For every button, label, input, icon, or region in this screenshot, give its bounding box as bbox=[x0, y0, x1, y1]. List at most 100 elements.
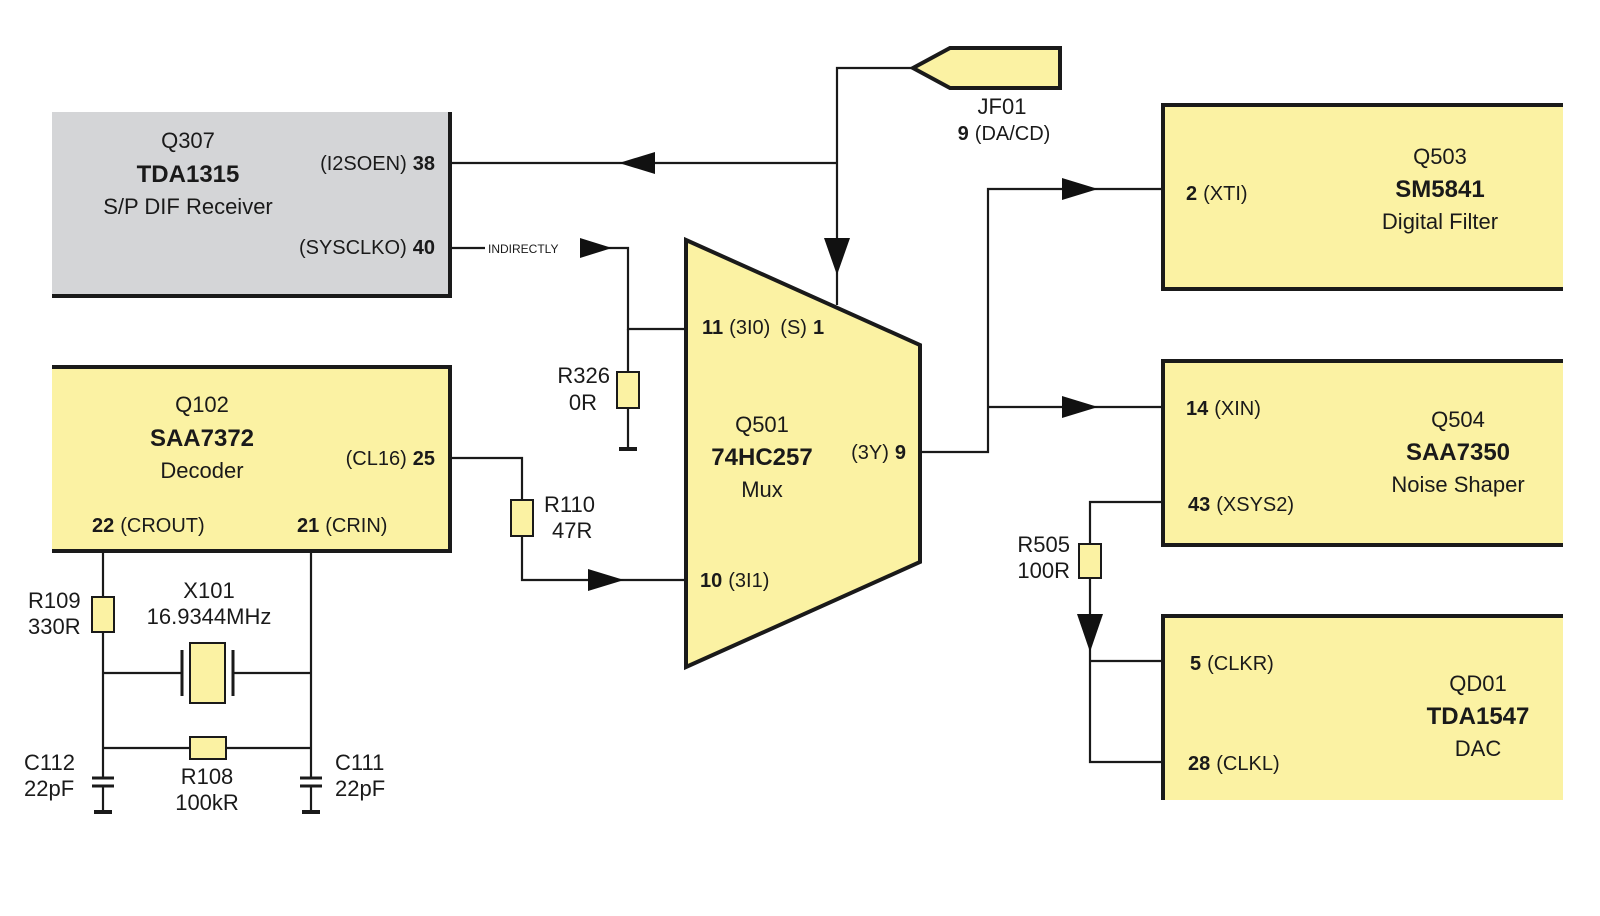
capacitor-c112: C112 22pF bbox=[24, 750, 114, 814]
arrow-right-icon bbox=[588, 569, 624, 591]
block-q102: Q102 SAA7372 Decoder (CL16)25 22(CROUT) … bbox=[52, 365, 452, 553]
r109-ref: R109 bbox=[28, 588, 81, 613]
block-q501-part: 74HC257 bbox=[711, 444, 812, 471]
block-q501-pin10: 10(3I1) bbox=[700, 570, 769, 592]
block-q504-ref: Q504 bbox=[1431, 407, 1485, 432]
pin2-name: (XTI) bbox=[1203, 183, 1247, 205]
block-q501: Q501 74HC257 Mux 11 (3I0) (S) 1 10(3I1) (3Y… bbox=[684, 236, 922, 671]
block-q501-pin11: 11 (3I0) (S) 1 bbox=[702, 317, 824, 339]
r110-ref: R110 bbox=[544, 492, 595, 517]
r505-ref: R505 bbox=[1017, 532, 1070, 557]
pin21-num: 21 bbox=[297, 515, 319, 537]
resistor-r108: R108 100kR bbox=[175, 736, 239, 815]
resistor-r326: R326 0R bbox=[557, 363, 640, 415]
c112-value: 22pF bbox=[24, 776, 74, 801]
block-q501-desc: Mux bbox=[741, 477, 783, 502]
block-q503-pin2: 2 (XTI) bbox=[1186, 183, 1248, 205]
block-qd01-ref: QD01 bbox=[1449, 671, 1506, 696]
block-qd01-pin5: 5 (CLKR) bbox=[1190, 653, 1274, 675]
pinS-name: (S) bbox=[780, 317, 807, 339]
pin25-num: 25 bbox=[413, 448, 435, 470]
block-q307-desc: S/P DIF Receiver bbox=[103, 194, 273, 219]
pin9-num: 9 bbox=[895, 442, 906, 464]
r326-ref: R326 bbox=[557, 363, 610, 388]
jf01-pin-name: (DA/CD) bbox=[975, 123, 1051, 145]
block-q307-ref: Q307 bbox=[161, 128, 215, 153]
pin2-num: 2 bbox=[1186, 183, 1197, 205]
r505-value: 100R bbox=[1017, 558, 1070, 583]
c111-ref: C111 bbox=[335, 750, 384, 775]
pin21-name: (CRIN) bbox=[325, 515, 387, 537]
x101-ref: X101 bbox=[183, 578, 234, 603]
wire-jf01-to-mux-s bbox=[835, 66, 913, 305]
pin40-num: 40 bbox=[413, 237, 435, 259]
pin28-num: 28 bbox=[1188, 753, 1210, 775]
pin14-name: (XIN) bbox=[1214, 398, 1261, 420]
r326-value: 0R bbox=[569, 390, 597, 415]
resistor-r326-body bbox=[616, 371, 640, 409]
arrows bbox=[580, 152, 1103, 652]
block-q307-body bbox=[52, 112, 450, 298]
arrow-down-icon bbox=[1077, 614, 1103, 652]
block-qd01-part: TDA1547 bbox=[1427, 703, 1530, 730]
c111-value: 22pF bbox=[335, 776, 385, 801]
connector-jf01-body bbox=[908, 46, 1062, 90]
block-q102-pin25: (CL16) 25 bbox=[346, 448, 435, 470]
block-q504-pin43: 43(XSYS2) bbox=[1188, 494, 1294, 516]
arrow-right-icon bbox=[1062, 396, 1098, 418]
arrow-right-icon bbox=[1062, 178, 1098, 200]
connector-jf01: JF01 9 (DA/CD) bbox=[908, 46, 1062, 145]
wire-pin43-r505 bbox=[1088, 500, 1163, 544]
resistor-r505-body bbox=[1078, 543, 1102, 579]
resistor-r110-body bbox=[510, 499, 534, 537]
block-q501-body bbox=[684, 236, 922, 671]
resistor-r109: R109 330R bbox=[28, 588, 115, 639]
pin22-name: (CROUT) bbox=[120, 515, 204, 537]
pin22-num: 22 bbox=[92, 515, 114, 537]
pin10-num: 10 bbox=[700, 570, 722, 592]
block-q504-part: SAA7350 bbox=[1406, 439, 1510, 466]
block-qd01-desc: DAC bbox=[1455, 736, 1502, 761]
block-q503-part: SM5841 bbox=[1395, 176, 1484, 203]
wire-indirect-to-mux-11 bbox=[580, 246, 686, 331]
block-q503-body bbox=[1163, 105, 1563, 289]
block-q102-desc: Decoder bbox=[160, 458, 243, 483]
resistor-r110: R110 47R bbox=[510, 492, 595, 543]
wire-r110-mux-10 bbox=[520, 536, 686, 582]
wire-pin25-r110 bbox=[450, 456, 524, 500]
pinS-num: 1 bbox=[813, 317, 824, 339]
r109-value: 330R bbox=[28, 614, 81, 639]
pin11-name: (3I0) bbox=[729, 317, 770, 339]
wire-r505-clkl bbox=[1088, 578, 1163, 764]
block-q102-body bbox=[52, 367, 450, 551]
pin43-num: 43 bbox=[1188, 494, 1210, 516]
pin11-num: 11 bbox=[702, 317, 723, 339]
jf01-pin-num: 9 bbox=[958, 123, 969, 145]
block-q102-ref: Q102 bbox=[175, 392, 229, 417]
resistor-r109-body bbox=[91, 596, 115, 633]
block-q503-ref: Q503 bbox=[1413, 144, 1467, 169]
pin40-name: (SYSCLKO) bbox=[299, 237, 407, 259]
block-q307-part: TDA1315 bbox=[137, 161, 240, 188]
r110-value: 47R bbox=[552, 518, 592, 543]
pin25-name: (CL16) bbox=[346, 448, 407, 470]
block-q504-border bbox=[1161, 359, 1563, 547]
crystal-x101: X101 16.9344MHz bbox=[147, 578, 271, 704]
block-q504: Q504 SAA7350 Noise Shaper 14(XIN) 43(XSY… bbox=[1161, 359, 1563, 547]
indirectly-note: INDIRECTLY bbox=[488, 242, 558, 256]
block-q307-pin38: (I2SOEN)38 bbox=[320, 153, 435, 175]
block-q503-desc: Digital Filter bbox=[1382, 209, 1498, 234]
block-q501-ref: Q501 bbox=[735, 412, 789, 437]
pin9-name: (3Y) bbox=[851, 442, 889, 464]
block-qd01: QD01 TDA1547 DAC 5(CLKR) 28(CLKL) bbox=[1161, 614, 1563, 800]
connector-jf01-ref: JF01 bbox=[978, 94, 1027, 119]
block-q102-part: SAA7372 bbox=[150, 425, 254, 452]
pin5-num: 5 bbox=[1190, 653, 1201, 675]
block-q307-pin40: (SYSCLKO) 40 bbox=[299, 237, 435, 259]
r108-value: 100kR bbox=[175, 790, 239, 815]
pin5-name: (CLKR) bbox=[1207, 653, 1274, 675]
resistor-r505: R505 100R bbox=[1017, 532, 1102, 583]
block-q307: Q307 TDA1315 S/P DIF Receiver (I2SOEN)38… bbox=[52, 112, 452, 298]
block-qd01-body bbox=[1163, 616, 1563, 800]
